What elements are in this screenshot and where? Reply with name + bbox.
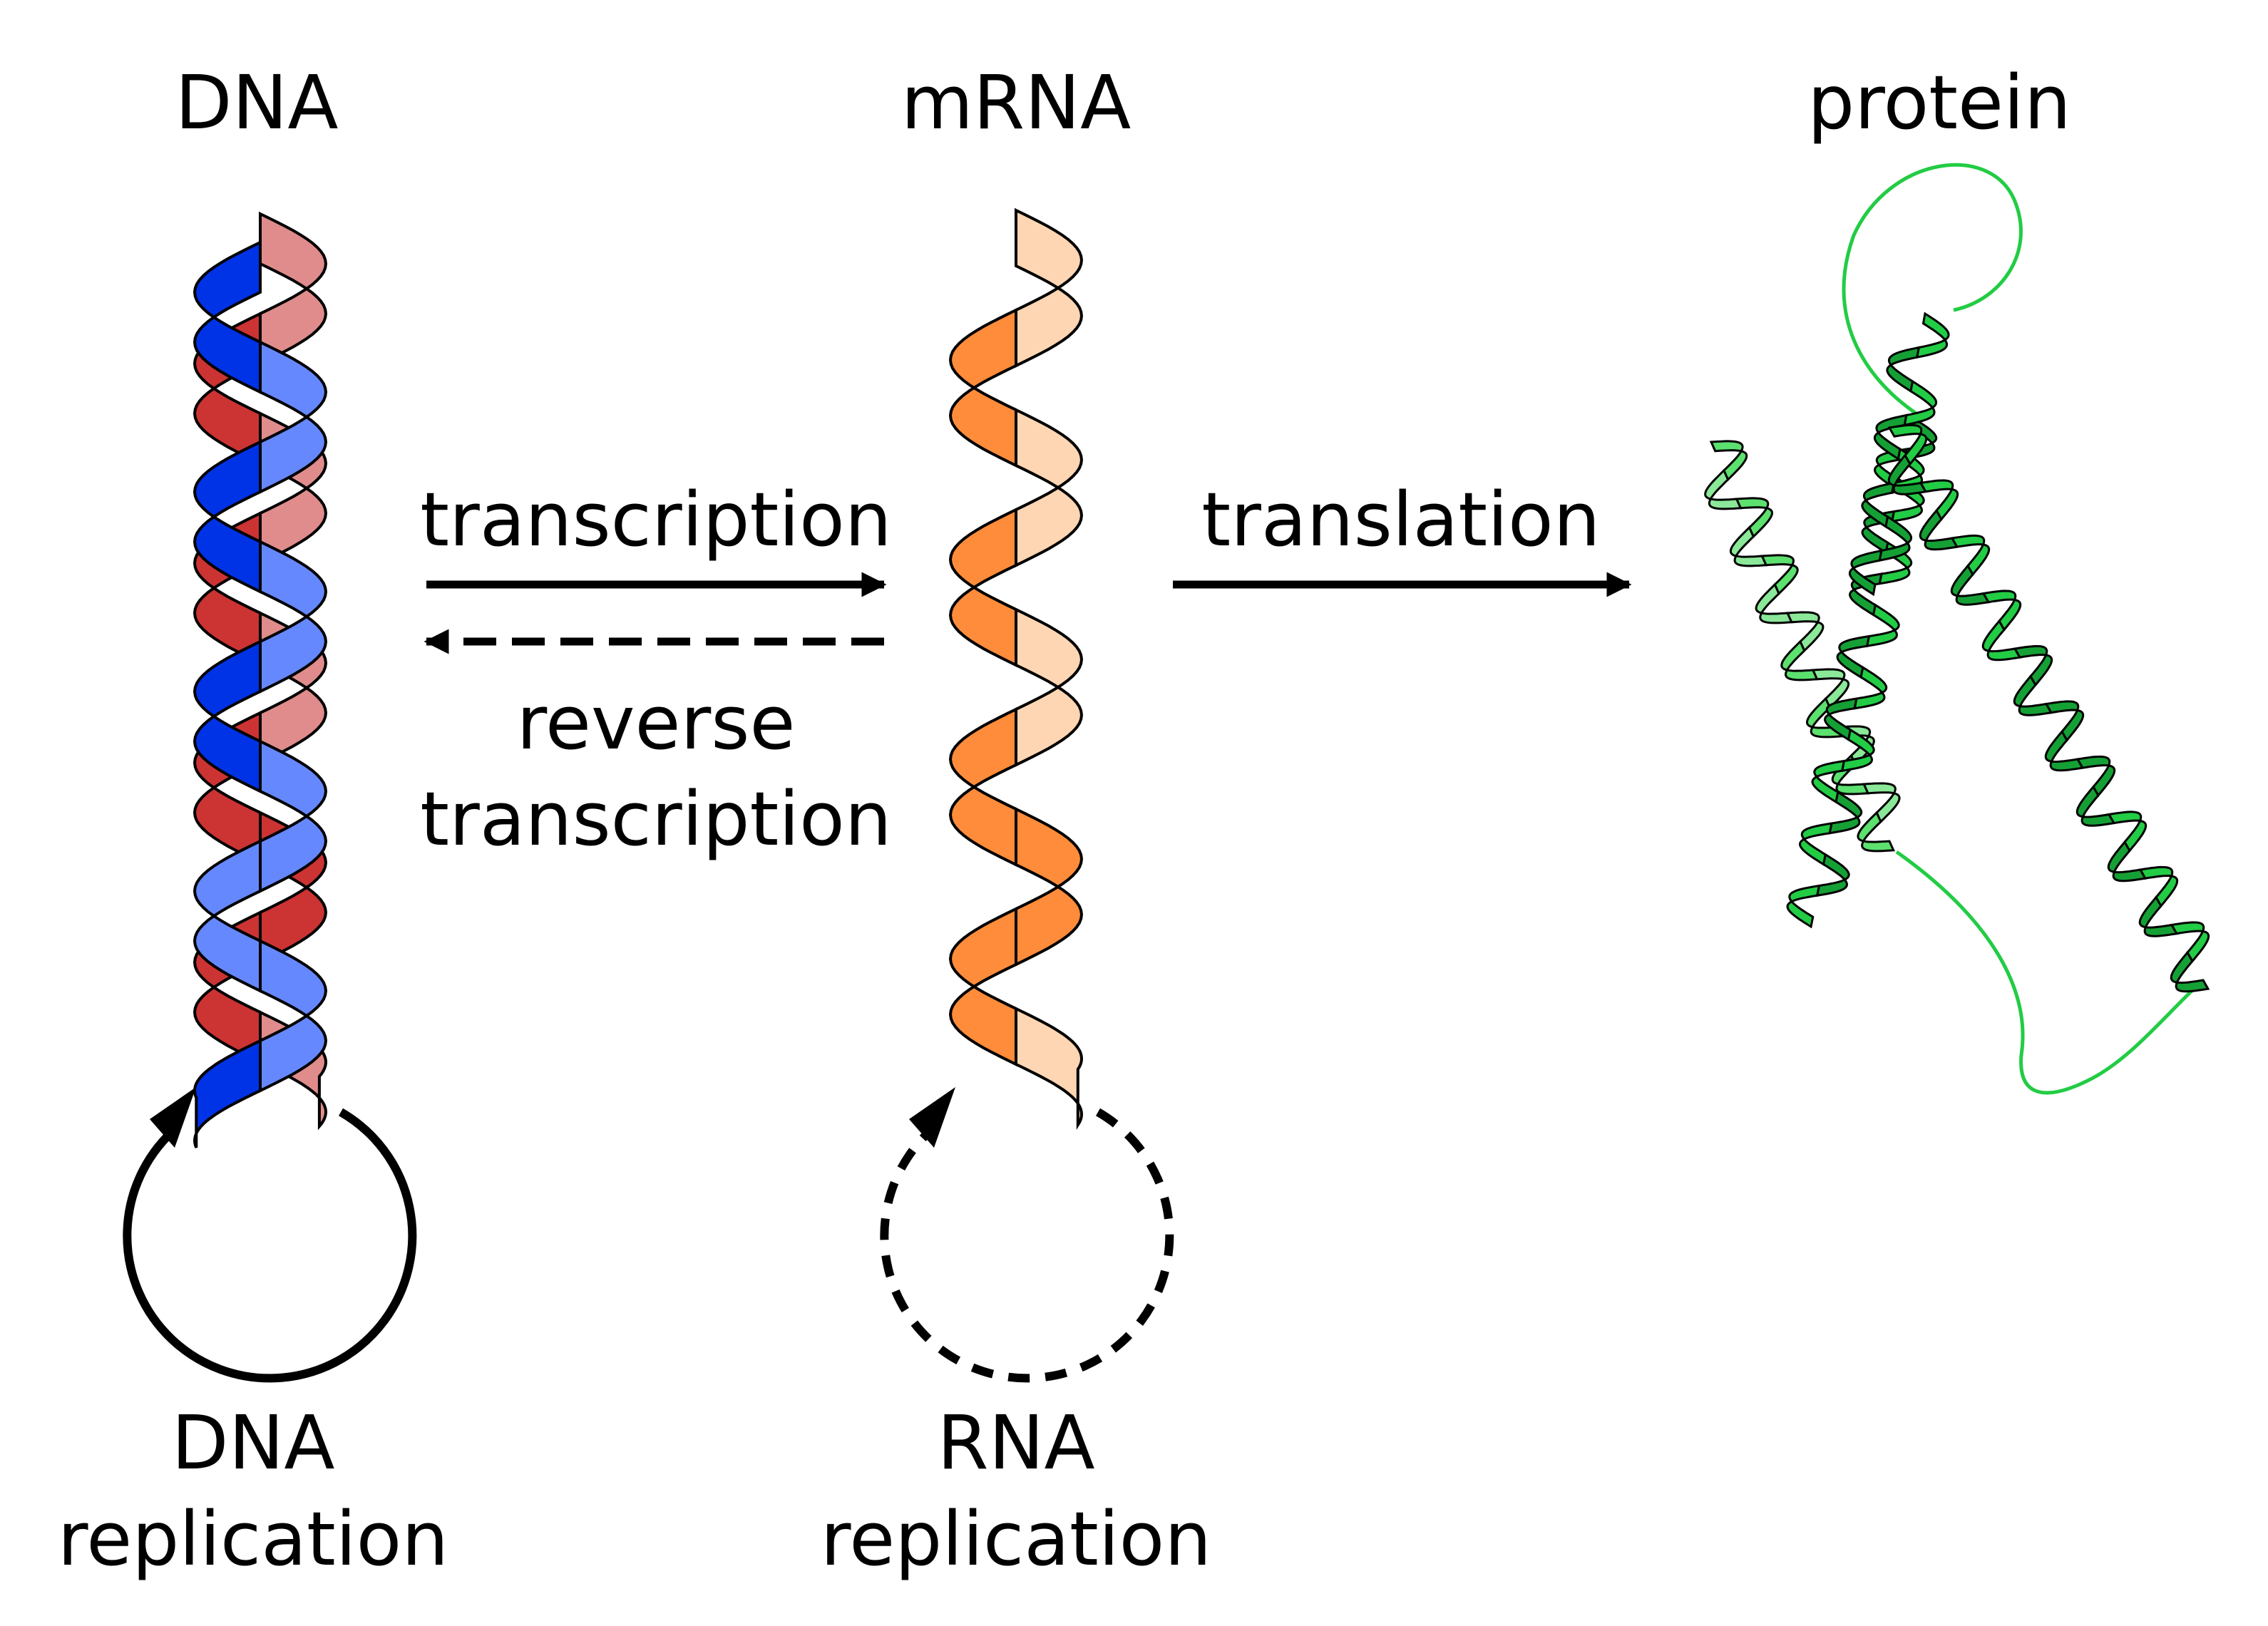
protein-helix-segment bbox=[1919, 479, 1959, 522]
protein-bottom-loop bbox=[1895, 850, 2205, 1095]
mrna-strand-back bbox=[948, 906, 1017, 1067]
dna-strand-a-front bbox=[259, 211, 328, 366]
rna-replication-label-line2: replication bbox=[821, 1496, 1211, 1583]
protein-helix-segment bbox=[1857, 811, 1895, 853]
reverse-transcription-label-line2: transcription bbox=[420, 776, 891, 863]
protein-helix-segment bbox=[2044, 729, 2085, 772]
mrna-strand-front bbox=[1015, 1006, 1084, 1130]
protein-helix-segment bbox=[1919, 508, 1959, 551]
protein-title: protein bbox=[1807, 59, 2071, 146]
mrna-strand-front bbox=[1015, 407, 1084, 568]
dna-strand-b-back bbox=[193, 1038, 262, 1148]
dna-strand-b-front bbox=[259, 339, 328, 495]
dna-replication-label-line1: DNA bbox=[171, 1399, 334, 1486]
protein-helix-segment bbox=[1981, 619, 2022, 662]
dna-strand-b-front bbox=[259, 938, 328, 1094]
transcription-label: transcription bbox=[420, 476, 891, 563]
protein-helix-segment bbox=[2075, 755, 2116, 798]
protein-helix-segment bbox=[1735, 497, 1774, 539]
rna-replication-label-line1: RNA bbox=[937, 1399, 1094, 1486]
protein-helix-segment bbox=[2044, 700, 2085, 743]
protein-helix bbox=[1887, 423, 2210, 993]
rna-replication-arrowhead bbox=[909, 1087, 955, 1148]
dna-title: DNA bbox=[175, 59, 338, 146]
protein-top-loop bbox=[1842, 163, 2023, 419]
protein-helix-segment bbox=[2013, 674, 2053, 716]
rna-replication-arrow bbox=[880, 1108, 1174, 1383]
dna-replication-arrowhead bbox=[150, 1087, 196, 1148]
protein-helix-segment bbox=[2107, 840, 2148, 883]
protein-helix-segment bbox=[1760, 554, 1799, 596]
protein-helix-segment bbox=[2075, 785, 2116, 827]
dna-strand-b-front bbox=[259, 539, 328, 694]
protein-ribbon-icon bbox=[1704, 163, 2210, 1095]
mrna-strand-front bbox=[1015, 207, 1084, 369]
protein-helix-segment bbox=[1981, 590, 2022, 632]
protein-helix-segment bbox=[1915, 312, 1950, 359]
protein-helix-segment bbox=[2107, 811, 2148, 853]
protein-helix-segment bbox=[1780, 639, 1819, 681]
dna-replication-label-line2: replication bbox=[58, 1496, 448, 1583]
protein-helix-segment bbox=[1862, 782, 1901, 824]
protein-helix-segment bbox=[1755, 582, 1794, 624]
protein-helix-segment bbox=[1709, 440, 1748, 482]
protein-helix-segment bbox=[2170, 921, 2210, 963]
protein-helix-segment bbox=[1950, 534, 1991, 577]
mrna-strand-back bbox=[1015, 806, 1084, 967]
protein-helix-segment bbox=[2138, 895, 2179, 937]
protein-helix-segment bbox=[2138, 865, 2179, 908]
protein-helix-segment bbox=[1950, 564, 1991, 606]
double-helix-icon bbox=[193, 211, 328, 1148]
mrna-title: mRNA bbox=[901, 59, 1132, 146]
protein-helix-segment bbox=[1729, 525, 1768, 567]
protein-helix-segment bbox=[1704, 468, 1743, 510]
reverse-transcription-label-line1: reverse bbox=[517, 679, 796, 766]
mrna-strand-back bbox=[948, 706, 1017, 868]
mrna-strand-back bbox=[948, 307, 1017, 468]
mrna-strand-back bbox=[948, 507, 1017, 668]
protein-helix-segment bbox=[2202, 979, 2210, 989]
protein-helix-segment bbox=[1785, 611, 1825, 653]
mrna-strand-front bbox=[1015, 607, 1084, 768]
protein-helix bbox=[1848, 312, 1950, 597]
translation-label: translation bbox=[1201, 476, 1600, 563]
protein-helix-segment bbox=[1786, 884, 1821, 929]
protein-helix-segment bbox=[2013, 644, 2053, 687]
protein-helix-segment bbox=[1848, 549, 1883, 597]
single-helix-icon bbox=[948, 207, 1084, 1130]
dna-replication-arrow bbox=[123, 1108, 417, 1383]
